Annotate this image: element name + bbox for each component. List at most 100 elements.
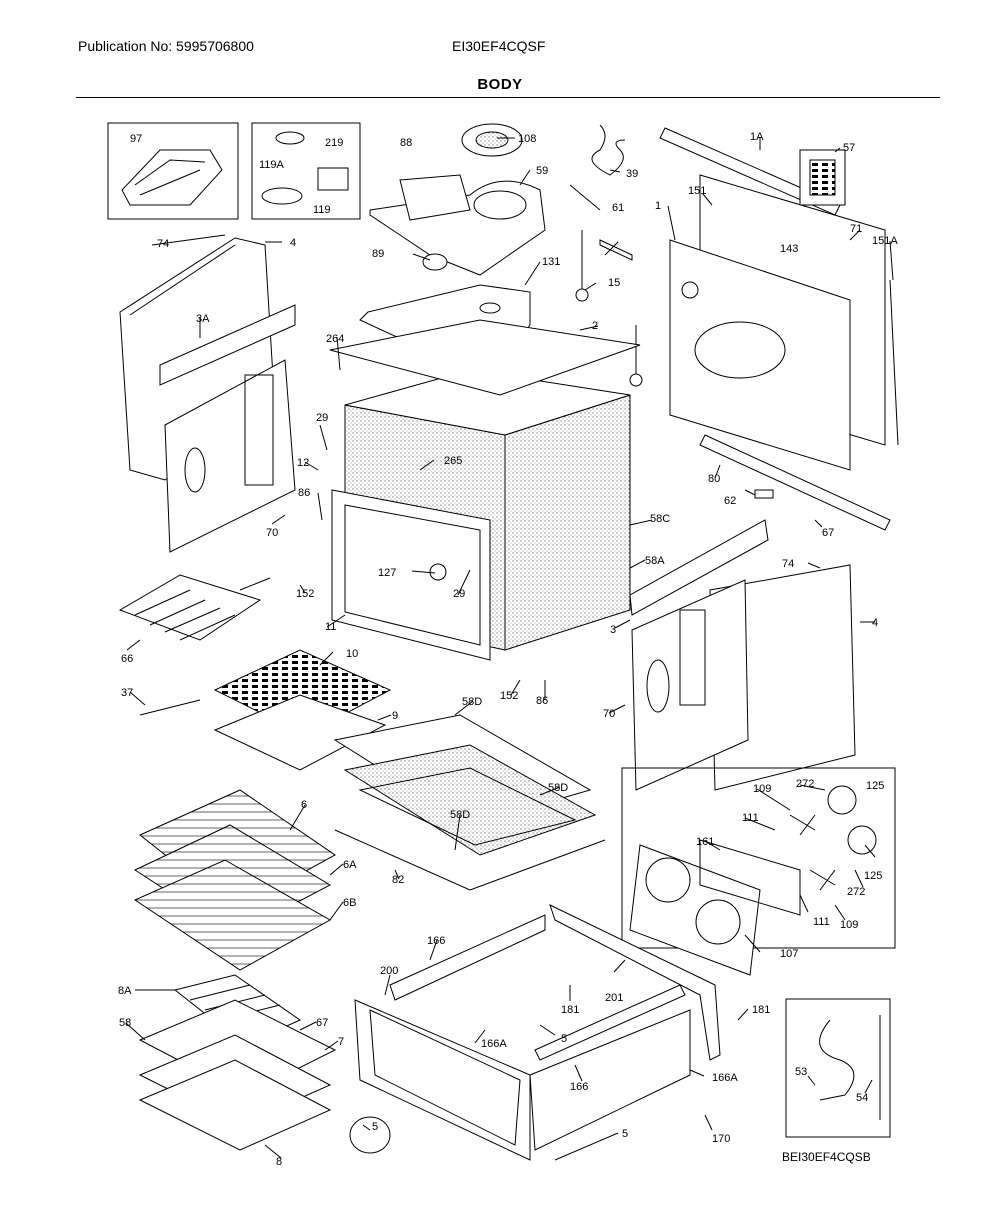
part-39-cord [569, 124, 626, 211]
part-89-motor [422, 253, 448, 271]
callout-109-top: 109 [753, 783, 771, 795]
inset-119 [251, 122, 361, 220]
oven-cavity [329, 319, 641, 661]
callout-3: 3 [610, 624, 616, 636]
part-59-duct [369, 174, 546, 276]
left-side-panel [119, 237, 296, 553]
callout-58c: 58C [650, 513, 670, 525]
part-10-broil-grid [213, 649, 392, 771]
callout-62: 62 [724, 495, 736, 507]
callout-5-top: 5 [561, 1033, 567, 1045]
callout-29-top: 29 [316, 412, 328, 424]
callout-143: 143 [780, 243, 798, 255]
callout-151: 151 [688, 185, 706, 197]
callout-264: 264 [326, 333, 344, 345]
callout-67-top: 67 [822, 527, 834, 539]
callout-265: 265 [444, 455, 462, 467]
callout-86-bottom: 86 [536, 695, 548, 707]
callout-58d-top: 58D [462, 696, 482, 708]
right-side-panel [629, 519, 856, 791]
callout-7: 7 [338, 1036, 344, 1048]
callout-88: 88 [400, 137, 412, 149]
callout-70-right: 70 [603, 708, 615, 720]
callout-2: 2 [592, 320, 598, 332]
callout-166-bottom: 166 [570, 1081, 588, 1093]
part-61-bracket [599, 239, 633, 261]
harness-inset [785, 998, 891, 1138]
callout-1a: 1A [750, 131, 764, 143]
callout-58: 58 [119, 1017, 131, 1029]
publication-number: Publication No: 5995706800 [78, 38, 254, 54]
callout-86-top: 86 [298, 487, 310, 499]
part-37-rod [139, 699, 201, 716]
lower-frame [349, 904, 721, 1161]
callout-181-right: 181 [752, 1004, 770, 1016]
section-title: BODY [477, 76, 523, 93]
part-66-bake-element [118, 574, 271, 641]
callout-4-right: 4 [872, 617, 878, 629]
callout-53: 53 [795, 1066, 807, 1078]
callout-131: 131 [542, 256, 560, 268]
callout-125-top: 125 [866, 780, 884, 792]
callout-6: 6 [301, 799, 307, 811]
callout-151a: 151A [872, 235, 898, 247]
callout-39: 39 [626, 168, 638, 180]
leader-lines [125, 137, 894, 1161]
callout-181-left: 181 [561, 1004, 579, 1016]
convection-inset [621, 767, 896, 976]
callout-58a: 58A [645, 555, 665, 567]
callout-108: 108 [518, 133, 536, 145]
callout-272-bottom: 272 [847, 886, 865, 898]
callout-109-bottom: 109 [840, 919, 858, 931]
callout-152-bottom: 152 [500, 690, 518, 702]
broil-element [138, 974, 337, 1151]
callout-66: 66 [121, 653, 133, 665]
callout-5-right: 5 [622, 1128, 628, 1140]
callout-8: 8 [276, 1156, 282, 1168]
part-108-fan [461, 123, 523, 157]
callout-59: 59 [536, 165, 548, 177]
rear-panels [659, 127, 899, 471]
callout-6b: 6B [343, 897, 356, 909]
callout-219: 219 [325, 137, 343, 149]
part-15-sensor [575, 230, 643, 387]
callout-12: 12 [297, 457, 309, 469]
callout-29-mid: 29 [453, 588, 465, 600]
callout-111-bottom: 111 [813, 916, 830, 928]
callout-labels: 97 219 119A 119 88 108 59 39 1A 57 151 1… [118, 131, 898, 1168]
callout-74-right: 74 [782, 558, 794, 570]
callout-74-top: 74 [157, 238, 169, 250]
callout-170: 170 [712, 1133, 730, 1145]
callout-166a-right: 166A [712, 1072, 738, 1084]
callout-54: 54 [856, 1092, 868, 1104]
callout-10: 10 [346, 648, 358, 660]
callout-111-top: 111 [742, 812, 759, 824]
callout-37: 37 [121, 687, 133, 699]
callout-80: 80 [708, 473, 720, 485]
callout-161: 161 [696, 836, 714, 848]
callout-125-bottom: 125 [864, 870, 882, 882]
callout-15: 15 [608, 277, 620, 289]
callout-3a: 3A [196, 313, 210, 325]
model-number: EI30EF4CQSF [452, 38, 546, 54]
callout-1: 1 [655, 200, 661, 212]
drawer-frame [333, 714, 606, 891]
callout-119a: 119A [259, 159, 285, 171]
callout-201: 201 [605, 992, 623, 1004]
callout-70-left: 70 [266, 527, 278, 539]
callout-71: 71 [850, 223, 862, 235]
callout-200: 200 [380, 965, 398, 977]
callout-57: 57 [843, 142, 855, 154]
callout-58d-mid: 58D [450, 809, 470, 821]
callout-4-left: 4 [290, 237, 296, 249]
callout-119: 119 [313, 204, 331, 216]
callout-5-left: 5 [372, 1121, 378, 1133]
callout-6a: 6A [343, 859, 357, 871]
callout-166a-left: 166A [481, 1038, 507, 1050]
inset-97 [107, 122, 239, 220]
callout-97: 97 [130, 133, 142, 145]
header-rule [76, 97, 940, 98]
callout-89: 89 [372, 248, 384, 260]
part-67-strip [699, 434, 891, 531]
